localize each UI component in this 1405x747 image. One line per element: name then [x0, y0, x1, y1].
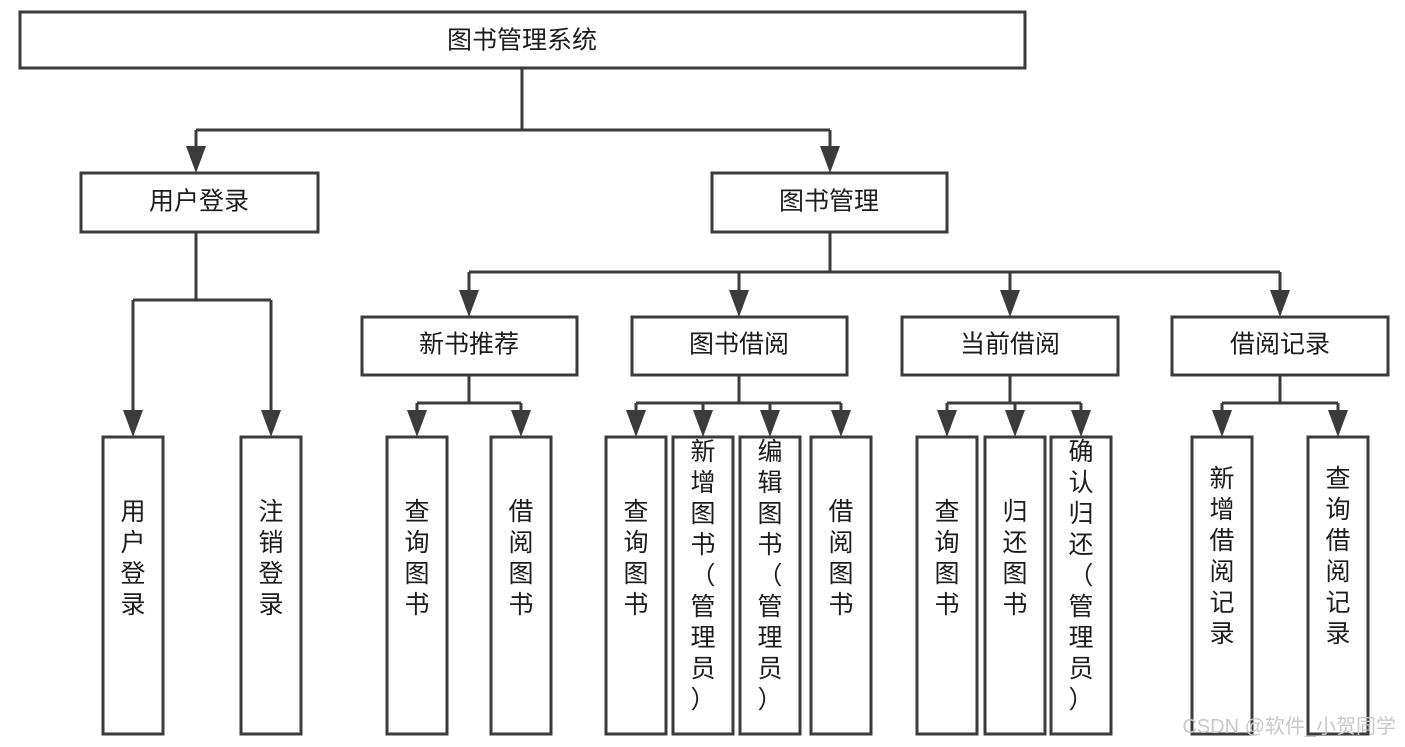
node-user-login-box[interactable] [79, 171, 320, 234]
node-book-borrow-label: 图书借阅 [689, 331, 789, 359]
arrow-head-leaf-confirm-return [1071, 410, 1091, 437]
node-book-borrow-box[interactable] [630, 315, 849, 377]
node-leaf-confirm-return[interactable]: 确认归还（管理员） [1049, 435, 1113, 736]
node-new-book-recommend[interactable]: 新书推荐 [360, 315, 579, 377]
node-current-borrow-box[interactable] [900, 315, 1120, 377]
arrow-head-leaf-query-borrow-record [1328, 410, 1348, 437]
node-leaf-edit-book-box[interactable] [738, 435, 802, 736]
node-borrow-record[interactable]: 借阅记录 [1170, 315, 1390, 377]
node-borrow-record-label: 借阅记录 [1230, 331, 1330, 359]
node-leaf-confirm-return-label: 确认归还（管理员） [1068, 438, 1093, 714]
node-leaf-add-book[interactable]: 新增图书（管理员） [671, 435, 735, 736]
node-leaf-borrow-book-2[interactable]: 借阅图书 [809, 435, 873, 736]
arrow-head-book-management [820, 146, 840, 173]
node-leaf-add-borrow-record-box[interactable] [1190, 435, 1254, 736]
csdn-watermark: CSDN @软件_小贺同学 [1182, 715, 1396, 738]
arrow-head-new-book-recommend [459, 290, 479, 317]
node-system-root-box[interactable] [18, 10, 1027, 70]
node-current-borrow[interactable]: 当前借阅 [900, 315, 1120, 377]
node-leaf-return-book[interactable]: 归还图书 [983, 435, 1047, 736]
arrow-head-leaf-query-book-2 [626, 410, 646, 437]
node-leaf-query-book-1-box[interactable] [385, 435, 449, 736]
node-leaf-borrow-book-2-label: 借阅图书 [828, 498, 853, 619]
node-borrow-record-box[interactable] [1170, 315, 1390, 377]
node-leaf-borrow-book-2-box[interactable] [809, 435, 873, 736]
node-leaf-add-borrow-record[interactable]: 新增借阅记录 [1190, 435, 1254, 736]
node-leaf-query-book-2[interactable]: 查询图书 [604, 435, 668, 736]
node-leaf-query-book-1-label: 查询图书 [404, 498, 429, 619]
node-leaf-user-login-box[interactable] [101, 435, 165, 736]
arrow-head-leaf-logout-login [261, 410, 281, 437]
node-leaf-edit-book-label: 编辑图书（管理员） [757, 438, 782, 714]
node-new-book-recommend-box[interactable] [360, 315, 579, 377]
node-system-root-label: 图书管理系统 [447, 27, 597, 55]
node-leaf-query-book-3[interactable]: 查询图书 [915, 435, 979, 736]
arrow-head-leaf-query-book-1 [407, 410, 427, 437]
arrow-head-book-borrow [729, 290, 749, 317]
node-leaf-edit-book[interactable]: 编辑图书（管理员） [738, 435, 802, 736]
node-user-login[interactable]: 用户登录 [79, 171, 320, 234]
node-current-borrow-label: 当前借阅 [960, 331, 1060, 359]
node-leaf-query-book-1[interactable]: 查询图书 [385, 435, 449, 736]
node-leaf-return-book-label: 归还图书 [1002, 498, 1027, 619]
node-leaf-borrow-book-1-box[interactable] [489, 435, 553, 736]
node-system-root[interactable]: 图书管理系统 [18, 10, 1027, 70]
arrow-head-leaf-borrow-book-1 [511, 410, 531, 437]
node-leaf-user-login[interactable]: 用户登录 [101, 435, 165, 736]
node-leaf-user-login-label: 用户登录 [120, 498, 145, 619]
connector-group [123, 68, 1348, 437]
node-book-management-label: 图书管理 [779, 188, 879, 216]
node-leaf-borrow-book-1-label: 借阅图书 [508, 498, 533, 619]
node-leaf-add-borrow-record-label: 新增借阅记录 [1209, 465, 1234, 648]
node-leaf-query-book-3-box[interactable] [915, 435, 979, 736]
node-leaf-query-book-2-box[interactable] [604, 435, 668, 736]
arrow-head-leaf-query-book-3 [937, 410, 957, 437]
node-leaf-query-book-2-label: 查询图书 [623, 498, 648, 619]
node-book-borrow[interactable]: 图书借阅 [630, 315, 849, 377]
node-leaf-logout-login-box[interactable] [239, 435, 303, 736]
node-leaf-query-book-3-label: 查询图书 [934, 498, 959, 619]
node-leaf-confirm-return-box[interactable] [1049, 435, 1113, 736]
node-leaf-query-borrow-record-box[interactable] [1306, 435, 1370, 736]
arrow-head-current-borrow [1000, 290, 1020, 317]
node-book-management-box[interactable] [710, 171, 949, 234]
node-leaf-add-book-box[interactable] [671, 435, 735, 736]
node-leaf-logout-login-label: 注销登录 [258, 498, 283, 619]
arrow-head-leaf-add-borrow-record [1212, 410, 1232, 437]
arrow-head-leaf-borrow-book-2 [831, 410, 851, 437]
arrow-head-leaf-user-login [123, 410, 143, 437]
node-leaf-query-borrow-record-label: 查询借阅记录 [1325, 465, 1350, 648]
arrow-head-leaf-return-book [1005, 410, 1025, 437]
node-new-book-recommend-label: 新书推荐 [419, 331, 519, 359]
arrow-head-user-login [186, 146, 206, 173]
node-leaf-logout-login[interactable]: 注销登录 [239, 435, 303, 736]
arrow-head-borrow-record [1270, 290, 1290, 317]
arrow-head-leaf-add-book [693, 410, 713, 437]
node-leaf-query-borrow-record[interactable]: 查询借阅记录 [1306, 435, 1370, 736]
node-book-management[interactable]: 图书管理 [710, 171, 949, 234]
node-user-login-label: 用户登录 [149, 188, 249, 216]
arrow-head-leaf-edit-book [760, 410, 780, 437]
node-leaf-borrow-book-1[interactable]: 借阅图书 [489, 435, 553, 736]
node-leaf-return-book-box[interactable] [983, 435, 1047, 736]
node-leaf-add-book-label: 新增图书（管理员） [690, 438, 715, 714]
